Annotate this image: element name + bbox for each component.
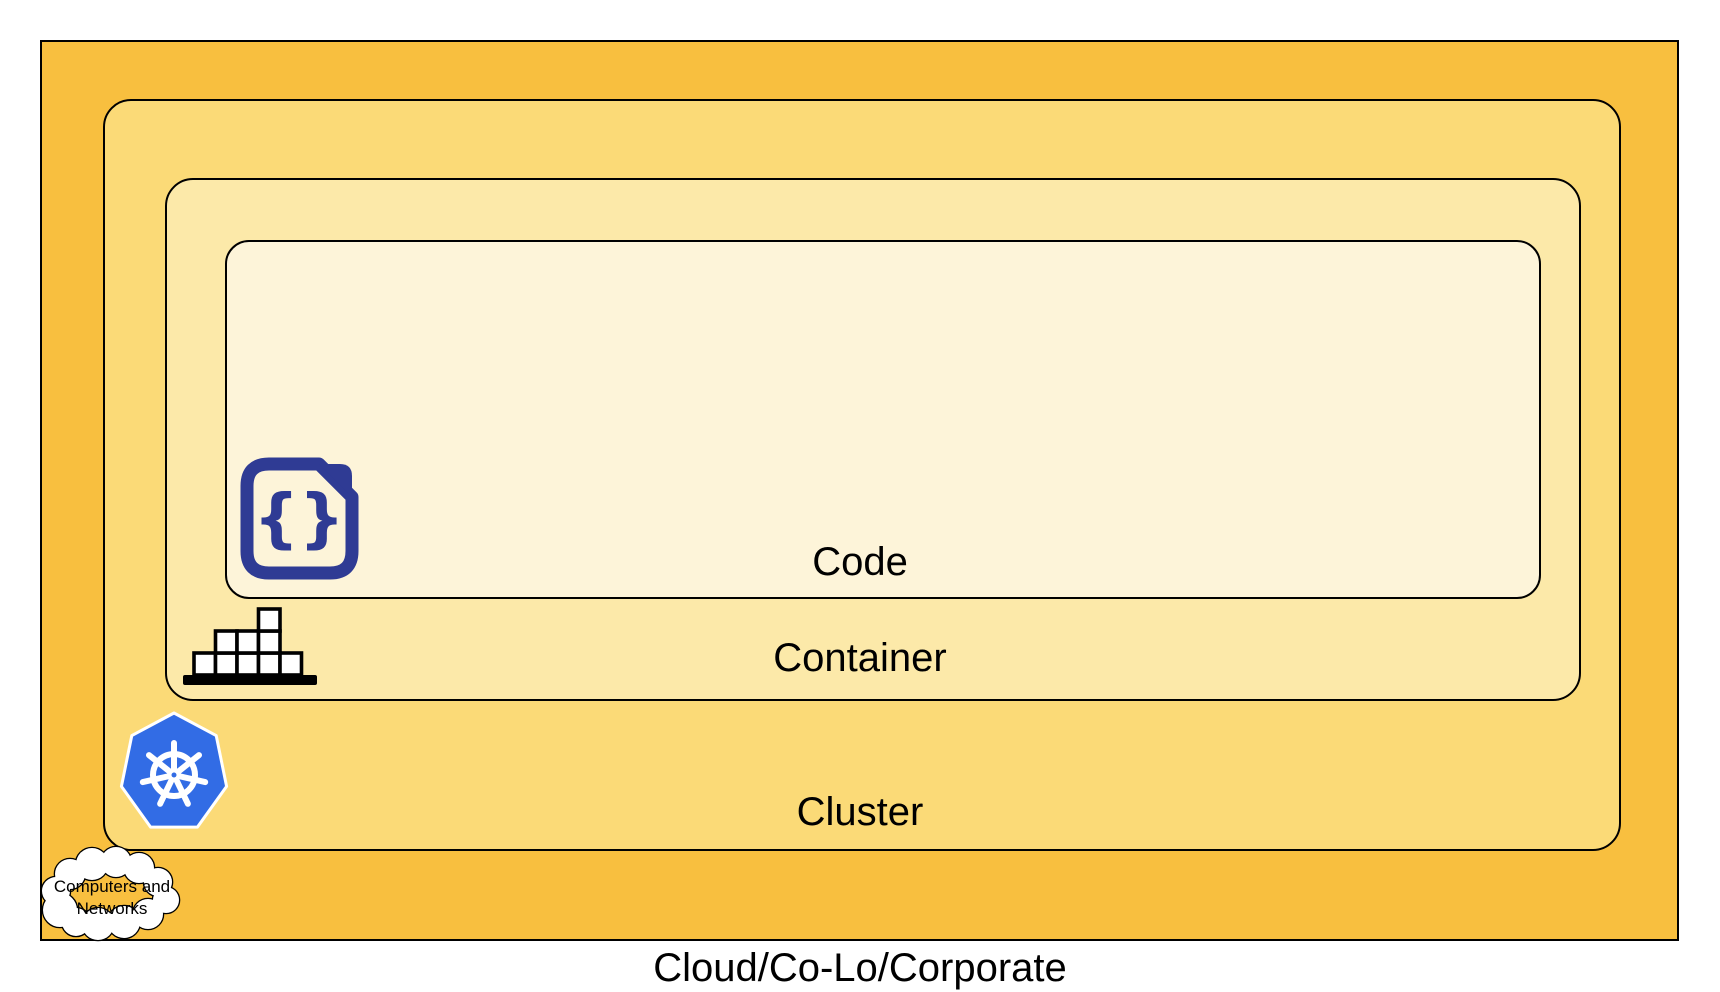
code-braces-glyph: {} <box>253 482 344 556</box>
cloud-callout-line2: Networks <box>77 899 148 918</box>
kubernetes-icon <box>117 710 231 838</box>
cloud-callout-line1: Computers and <box>54 877 170 896</box>
datacenter-label: Cloud/Co-Lo/Corporate Datacenter <box>0 861 1720 992</box>
datacenter-label-line1: Cloud/Co-Lo/Corporate <box>653 946 1067 990</box>
code-box <box>225 240 1541 599</box>
container-label: Container <box>773 636 947 680</box>
code-file-icon: {} <box>237 456 362 581</box>
code-label: Code <box>812 540 908 584</box>
cloud-icon: Computers and Networks <box>36 844 186 943</box>
cluster-label: Cluster <box>796 790 924 834</box>
container-stack-icon <box>182 607 318 686</box>
